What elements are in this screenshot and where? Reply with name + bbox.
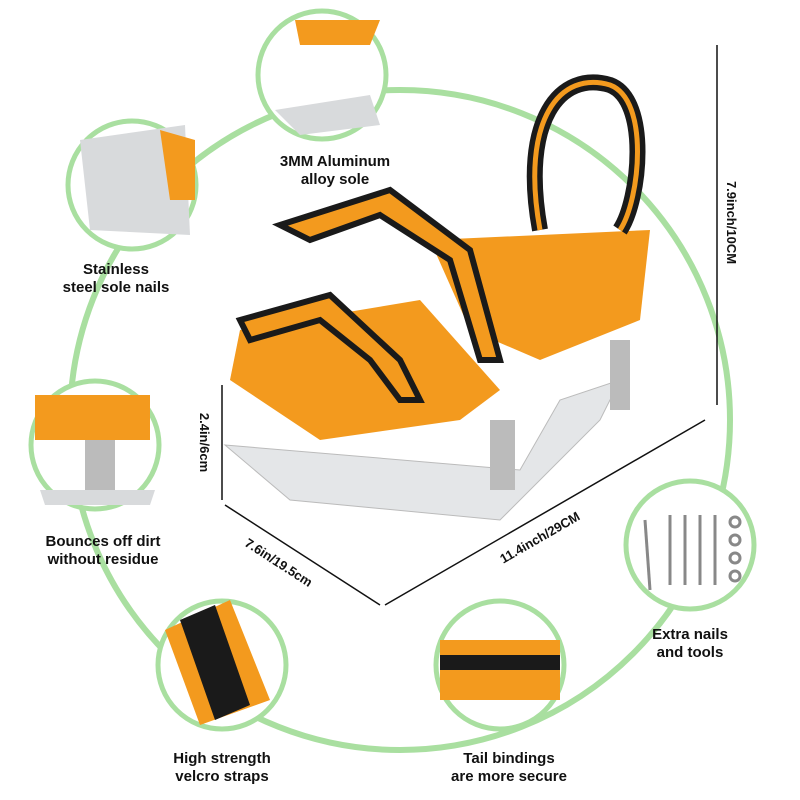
sole-detail-orange: [295, 20, 380, 45]
rear-strap: [272, 186, 504, 363]
strap-detail-velcro: [180, 605, 250, 720]
label-line: Extra nails: [652, 626, 728, 643]
front-footbed: [230, 300, 500, 440]
springs-detail-orange: [35, 395, 150, 440]
dimension-height-total: 7.9inch/10CM: [724, 180, 740, 265]
label-line: without residue: [47, 551, 159, 568]
nails-detail-orange: [160, 130, 195, 200]
label-line: alloy sole: [300, 171, 370, 188]
heel-strap-inner: [532, 79, 640, 232]
spring-front: [490, 420, 515, 490]
label-line: and tools: [656, 644, 724, 661]
spring-detail: [85, 440, 115, 495]
detail-circle-tools: [623, 478, 757, 612]
sole-detail-metal: [275, 95, 380, 135]
dimension-height-base: 2.4in/6cm: [197, 412, 213, 473]
label-line: Bounces off dirt: [45, 533, 161, 550]
label-line: velcro straps: [175, 768, 269, 785]
label-line: High strength: [173, 750, 271, 767]
label-line: Stainless: [83, 261, 149, 278]
tools-wrench-and-nails: [643, 515, 717, 591]
front-strap: [235, 291, 425, 403]
tools-nuts: [728, 515, 742, 583]
springs-detail-plate: [40, 490, 155, 505]
spring-rear: [610, 340, 630, 410]
tail-detail-strap: [440, 655, 560, 670]
dimension-lines: [221, 45, 718, 606]
label-line: are more secure: [451, 768, 567, 785]
nails-detail-plate: [80, 125, 190, 235]
label-line: steel sole nails: [62, 279, 170, 296]
label-line: 3MM Aluminum: [279, 153, 391, 170]
label-line: Tail bindings: [463, 750, 555, 767]
